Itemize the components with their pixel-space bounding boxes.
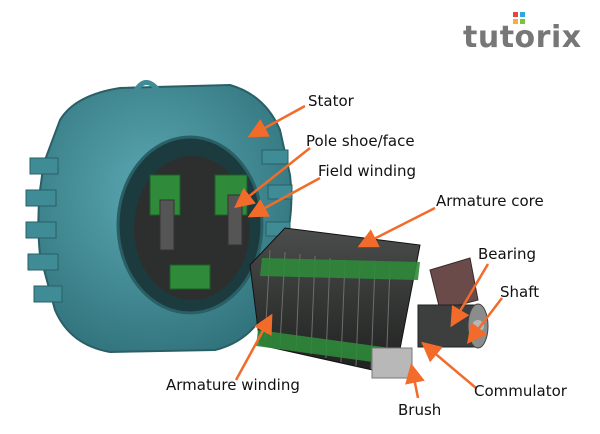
- label-pole-shoe: Pole shoe/face: [306, 132, 415, 150]
- label-commulator: Commulator: [474, 382, 567, 400]
- arrow-stator: [247, 104, 306, 138]
- label-shaft: Shaft: [500, 283, 540, 301]
- label-armature-winding: Armature winding: [166, 376, 300, 394]
- arrow-pole-shoe: [234, 147, 311, 209]
- logo-dots-icon: [513, 12, 525, 24]
- label-brush: Brush: [398, 401, 442, 419]
- stator-housing: [25, 80, 293, 354]
- arrow-field-winding: [247, 176, 321, 218]
- arrow-shaft: [466, 297, 503, 344]
- callout-arrows: [234, 104, 503, 399]
- arrow-armature-winding: [234, 313, 273, 381]
- label-armature-core: Armature core: [436, 192, 544, 210]
- arrow-commulator: [421, 341, 477, 389]
- logo-text: tutorix: [463, 20, 582, 55]
- label-bearing: Bearing: [478, 245, 537, 263]
- armature-assembly: [249, 227, 489, 379]
- arrow-brush: [405, 363, 425, 399]
- label-field-winding: Field winding: [318, 162, 417, 180]
- tutorix-logo: tutorix: [463, 20, 582, 55]
- arrow-bearing: [450, 263, 490, 328]
- arrow-armature-core: [357, 206, 436, 248]
- label-stator: Stator: [308, 92, 354, 110]
